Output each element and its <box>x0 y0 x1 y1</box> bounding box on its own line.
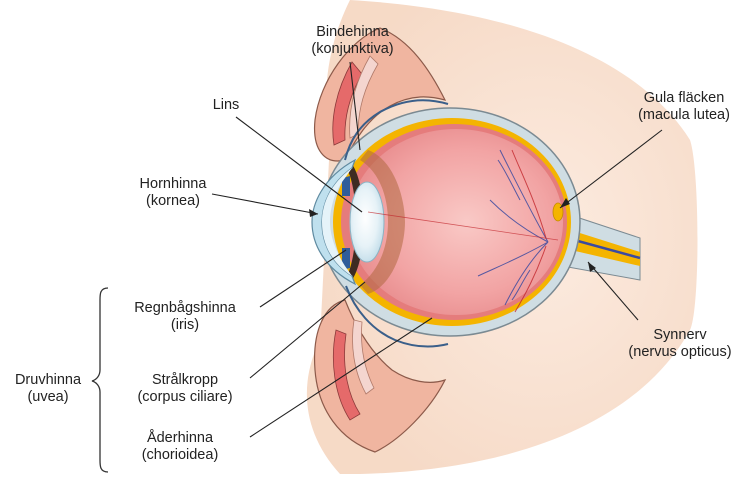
label-stralkropp: Strålkropp (corpus ciliare) <box>110 372 260 406</box>
label-stralkropp-name: Strålkropp <box>110 372 260 389</box>
label-aderhinna: Åderhinna (chorioidea) <box>110 430 250 464</box>
label-aderhinna-name: Åderhinna <box>110 430 250 447</box>
label-synnerv-latin: (nervus opticus) <box>615 344 745 361</box>
label-regnbagshinna: Regnbågshinna (iris) <box>110 300 260 334</box>
label-hornhinna-name: Hornhinna <box>118 176 228 193</box>
label-bindehinna: Bindehinna (konjunktiva) <box>290 24 415 58</box>
label-hornhinna: Hornhinna (kornea) <box>118 176 228 210</box>
label-lins-name: Lins <box>196 97 256 114</box>
label-hornhinna-latin: (kornea) <box>118 193 228 210</box>
label-aderhinna-latin: (chorioidea) <box>110 447 250 464</box>
label-bindehinna-name: Bindehinna <box>290 24 415 41</box>
label-gula-flacken: Gula fläcken (macula lutea) <box>628 90 740 124</box>
label-lins: Lins <box>196 97 256 114</box>
label-stralkropp-latin: (corpus ciliare) <box>110 389 260 406</box>
label-druvhinna: Druvhinna (uvea) <box>6 372 90 406</box>
label-bindehinna-latin: (konjunktiva) <box>290 41 415 58</box>
lens <box>350 182 384 262</box>
label-gula-flacken-latin: (macula lutea) <box>628 107 740 124</box>
uvea-brace <box>92 288 108 472</box>
label-synnerv-name: Synnerv <box>615 327 745 344</box>
label-druvhinna-name: Druvhinna <box>6 372 90 389</box>
label-synnerv: Synnerv (nervus opticus) <box>615 327 745 361</box>
label-regnbagshinna-latin: (iris) <box>110 317 260 334</box>
label-druvhinna-latin: (uvea) <box>6 389 90 406</box>
label-regnbagshinna-name: Regnbågshinna <box>110 300 260 317</box>
label-gula-flacken-name: Gula fläcken <box>628 90 740 107</box>
